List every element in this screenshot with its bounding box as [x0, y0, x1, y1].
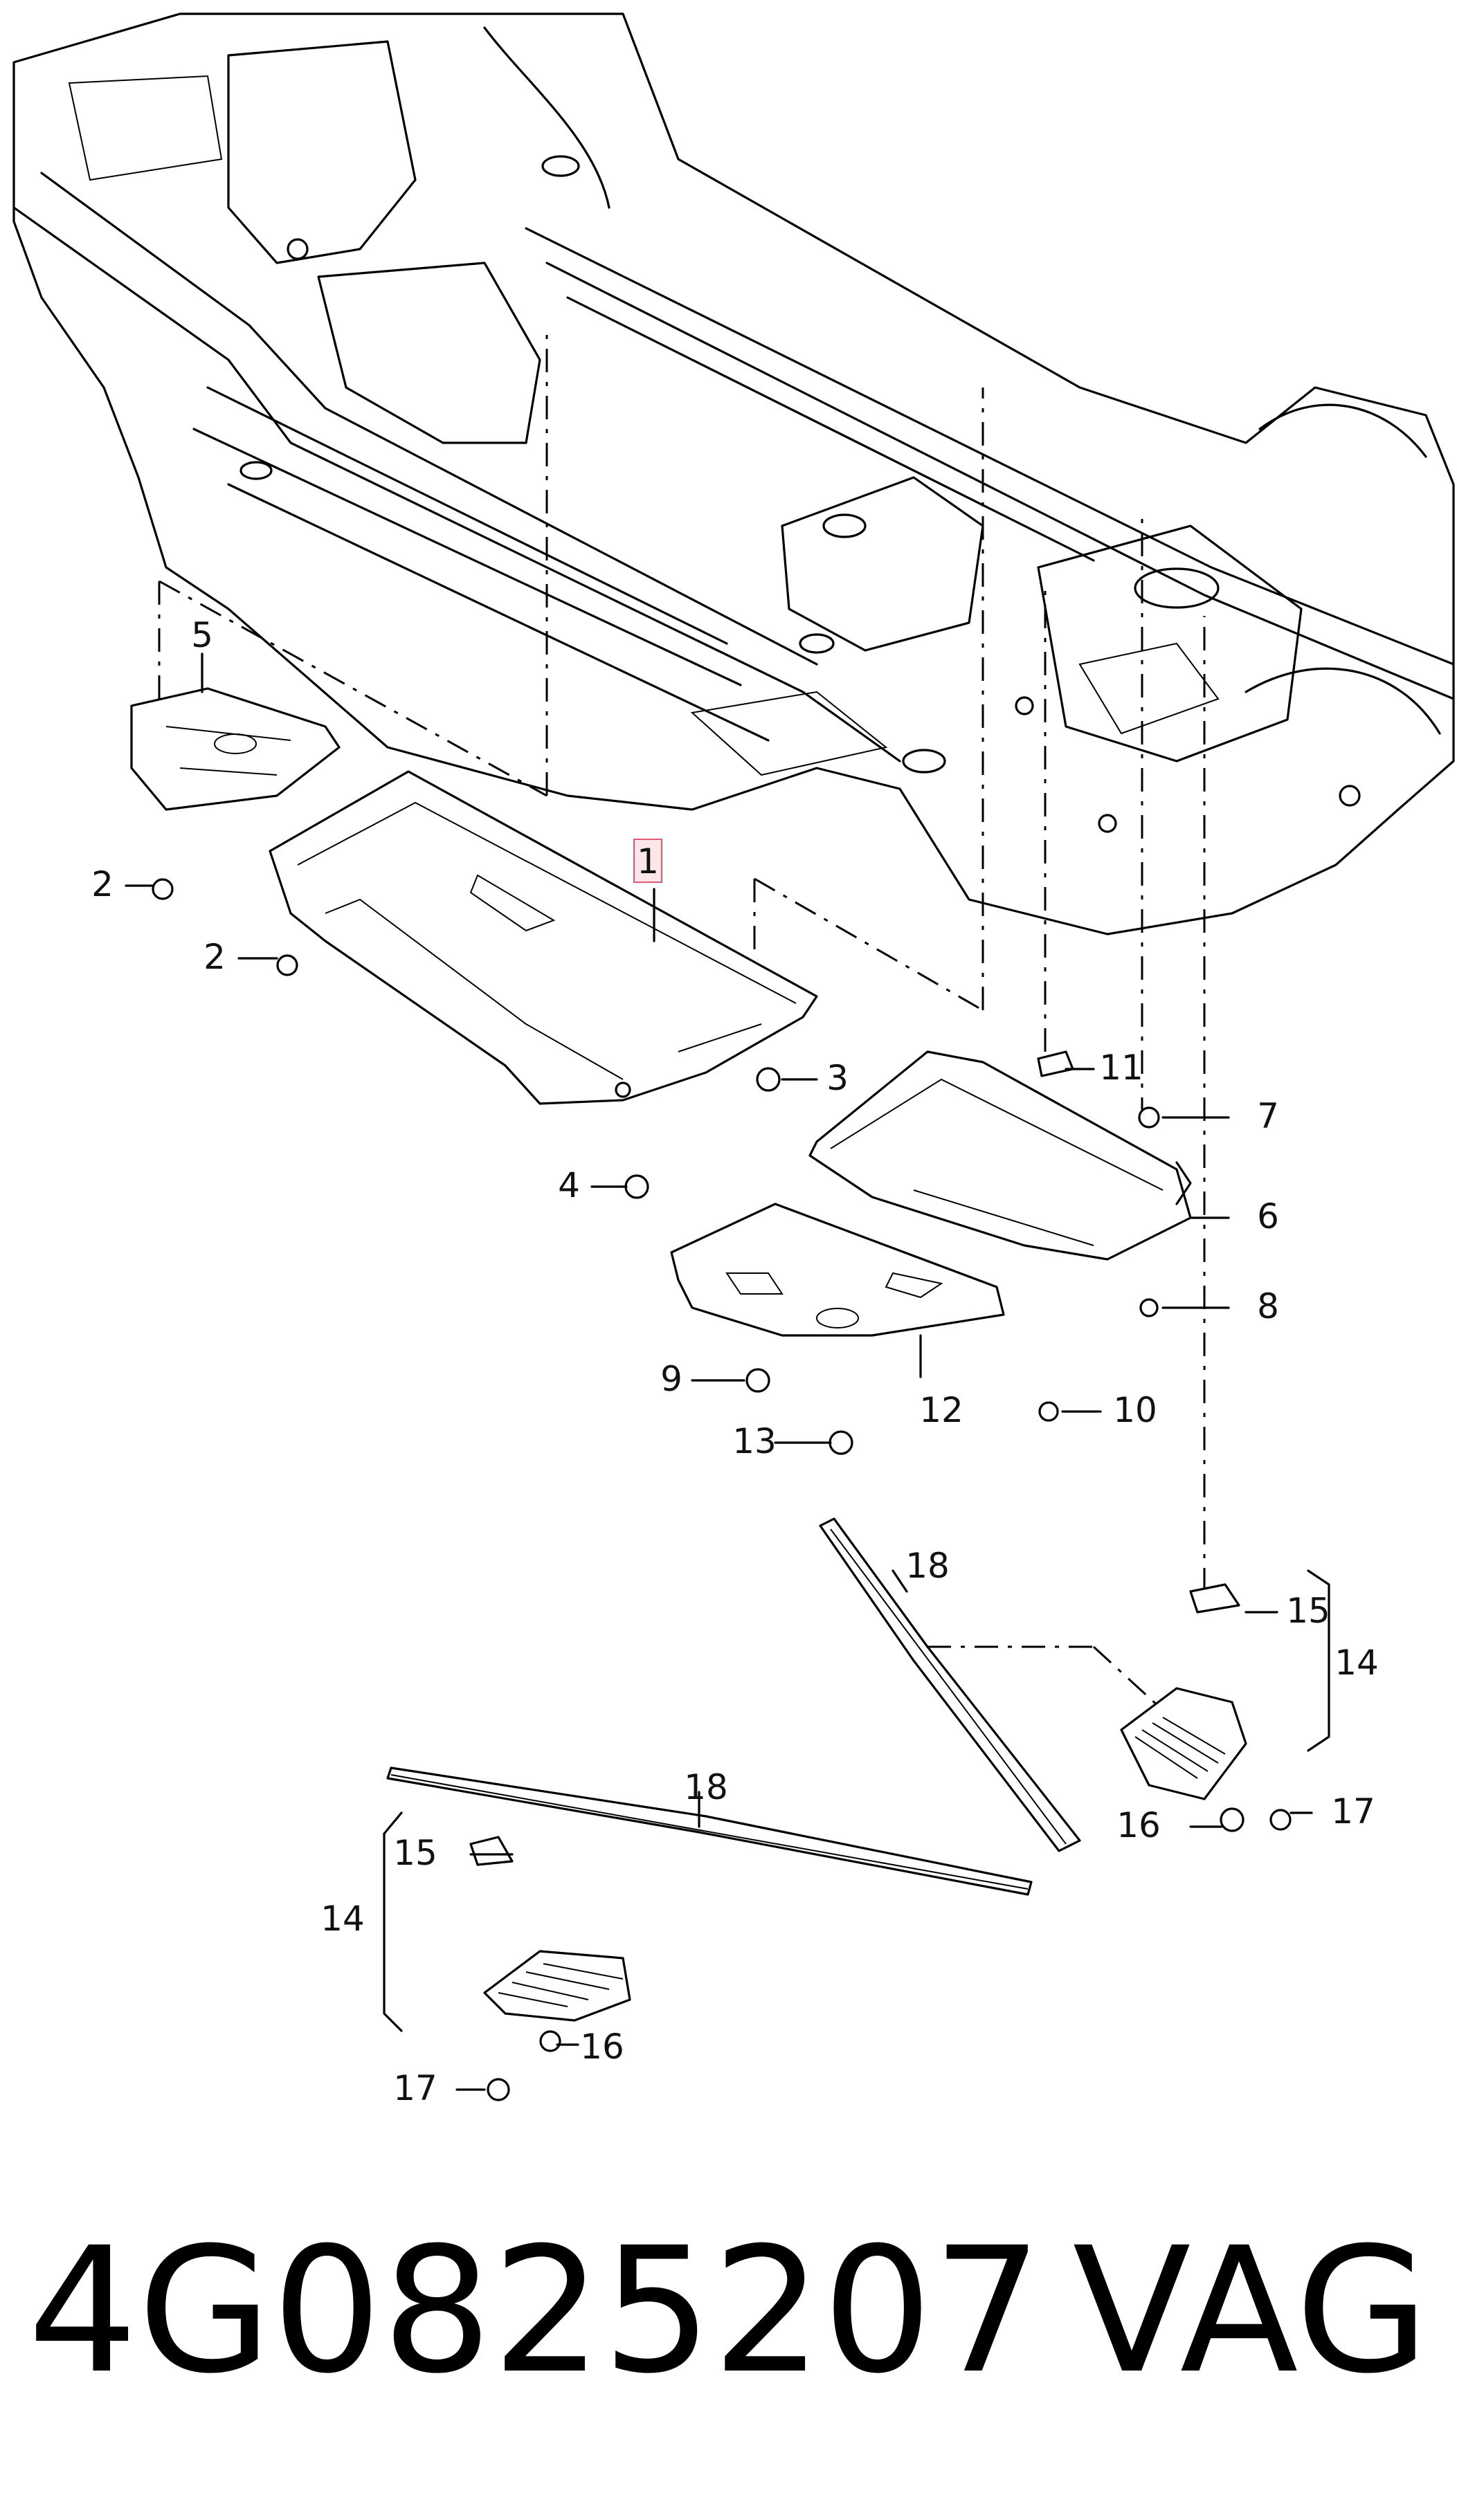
- callout-labels: 1 2 2 3 4 5 6 7 8 9 10 11 12 13 14 14 15…: [91, 615, 1379, 2108]
- callout-11: 11: [1099, 1048, 1143, 1088]
- part-number: 4G0825207: [28, 2210, 1043, 2411]
- part-18-strut-upper: [819, 1517, 1081, 1852]
- callout-2: 2: [91, 864, 114, 904]
- vehicle-underbody: [12, 12, 1455, 935]
- brand-label: VAG: [1072, 2210, 1429, 2411]
- callout-14: 14: [320, 1899, 365, 1939]
- part-14-bracket-left: [469, 1836, 631, 2101]
- callout-16: 16: [1116, 1805, 1161, 1845]
- callout-2: 2: [203, 937, 226, 977]
- callout-17: 17: [393, 2068, 437, 2108]
- leader-lines: [158, 325, 1206, 1724]
- callout-8: 8: [1257, 1286, 1279, 1326]
- callout-17: 17: [1331, 1791, 1375, 1832]
- part-14-bracket-right: [1120, 1583, 1292, 1832]
- callout-leaders: [125, 652, 1330, 2091]
- callout-3: 3: [826, 1058, 849, 1098]
- part-5-heat-shield: [130, 687, 341, 811]
- callout-15: 15: [1286, 1591, 1330, 1631]
- part-1-underbody-panel: [269, 770, 818, 1105]
- fasteners: [152, 878, 1160, 1455]
- callout-12: 12: [919, 1390, 963, 1430]
- footer: 4G0825207 VAG: [28, 2207, 1429, 2415]
- callout-7: 7: [1257, 1096, 1279, 1136]
- part-6-rear-shield: [808, 1050, 1192, 1261]
- callout-10: 10: [1113, 1390, 1157, 1430]
- callout-14: 14: [1334, 1643, 1379, 1683]
- highlight-box: [633, 839, 662, 883]
- callout-4: 4: [558, 1165, 580, 1205]
- callout-13: 13: [732, 1421, 777, 1461]
- callout-9: 9: [660, 1359, 682, 1399]
- callout-18: 18: [905, 1546, 950, 1586]
- callout-18: 18: [684, 1767, 728, 1807]
- callout-16: 16: [580, 2027, 624, 2067]
- callout-15: 15: [393, 1833, 437, 1873]
- part-12-cover-plate: [670, 1203, 1005, 1337]
- callout-6: 6: [1257, 1196, 1279, 1236]
- part-18-strut-lower: [386, 1766, 1033, 1896]
- callout-5: 5: [191, 615, 213, 655]
- callout-1: 1: [637, 841, 659, 882]
